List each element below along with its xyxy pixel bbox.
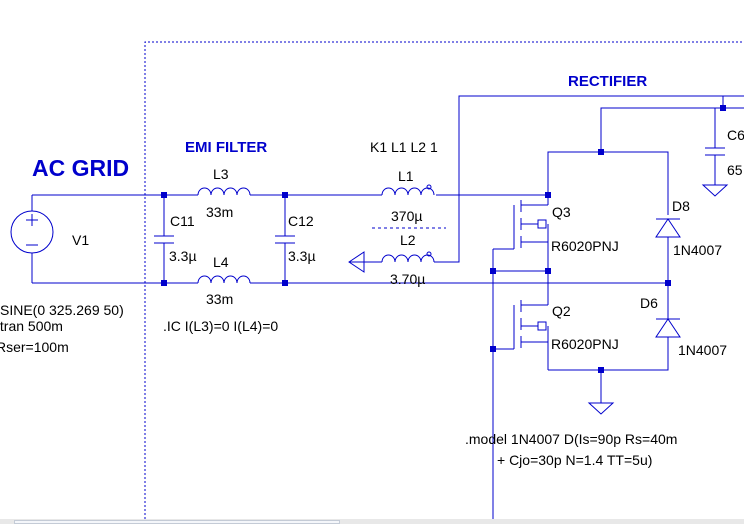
q2-name: Q2 (552, 303, 571, 319)
mosfet-q3[interactable] (492, 195, 549, 519)
capacitor-c6[interactable] (701, 147, 729, 197)
horizontal-scrollbar[interactable] (0, 519, 744, 524)
inductor-l4[interactable] (197, 275, 251, 284)
c12-value: 3.3µ (288, 248, 316, 264)
c6-name: C6 (727, 127, 744, 143)
capacitor-c12[interactable] (275, 195, 295, 283)
v1-spec-line2: .tran 500m (0, 318, 63, 334)
scrollbar-thumb[interactable] (14, 520, 340, 524)
wire-rectifier-bottom (548, 337, 669, 371)
v1-spec-line3: Rser=100m (0, 339, 69, 355)
l3-name: L3 (213, 166, 229, 182)
q2-part: R6020PNJ (551, 336, 619, 352)
inductor-l3[interactable] (197, 187, 251, 196)
l2-value: 3.70µ (390, 271, 425, 287)
wire-c6 (714, 107, 744, 148)
wire-rectifier-loop (547, 151, 669, 215)
v1-spec-line1: SINE(0 325.269 50) (0, 302, 124, 318)
diode-d6[interactable] (655, 283, 681, 338)
d8-name: D8 (672, 198, 690, 214)
diode-d8[interactable] (655, 218, 681, 283)
v1-name: V1 (72, 232, 89, 248)
d6-part: 1N4007 (678, 342, 727, 358)
c11-value: 3.3µ (169, 248, 197, 264)
wire-rectifier-top (600, 96, 724, 152)
d8-part: 1N4007 (673, 242, 722, 258)
l1-value: 370µ (391, 208, 422, 224)
ic-directive: .IC I(L3)=0 I(L4)=0 (163, 318, 278, 334)
l2-name: L2 (400, 232, 416, 248)
model-directive-line2: + Cjo=30p N=1.4 TT=5u) (497, 452, 652, 468)
c11-name: C11 (170, 213, 195, 229)
ground-flag-left (348, 251, 365, 273)
l3-value: 33m (206, 204, 233, 220)
c6-value: 65 (727, 162, 743, 178)
q3-name: Q3 (552, 204, 571, 220)
q3-part: R6020PNJ (551, 238, 619, 254)
ground-symbol (587, 370, 615, 415)
c12-name: C12 (288, 213, 314, 229)
capacitor-c11[interactable] (154, 195, 174, 283)
region-boundary (144, 41, 744, 519)
inductor-l1[interactable] (381, 184, 435, 196)
d6-name: D6 (640, 295, 658, 311)
rectifier-label: RECTIFIER (568, 73, 647, 90)
wire-l2-right (434, 95, 744, 263)
emi-filter-label: EMI FILTER (185, 139, 267, 156)
ac-grid-label: AC GRID (32, 155, 129, 181)
l1-name: L1 (398, 168, 414, 184)
l4-value: 33m (206, 291, 233, 307)
inductor-l2[interactable] (381, 251, 435, 263)
coupling-directive: K1 L1 L2 1 (370, 139, 438, 155)
voltage-source-v1[interactable] (10, 195, 54, 283)
junctions (161, 105, 726, 373)
l4-name: L4 (213, 254, 229, 270)
mosfet-q2[interactable] (493, 300, 549, 370)
model-directive-line1: .model 1N4007 D(Is=90p Rs=40m (465, 431, 677, 447)
